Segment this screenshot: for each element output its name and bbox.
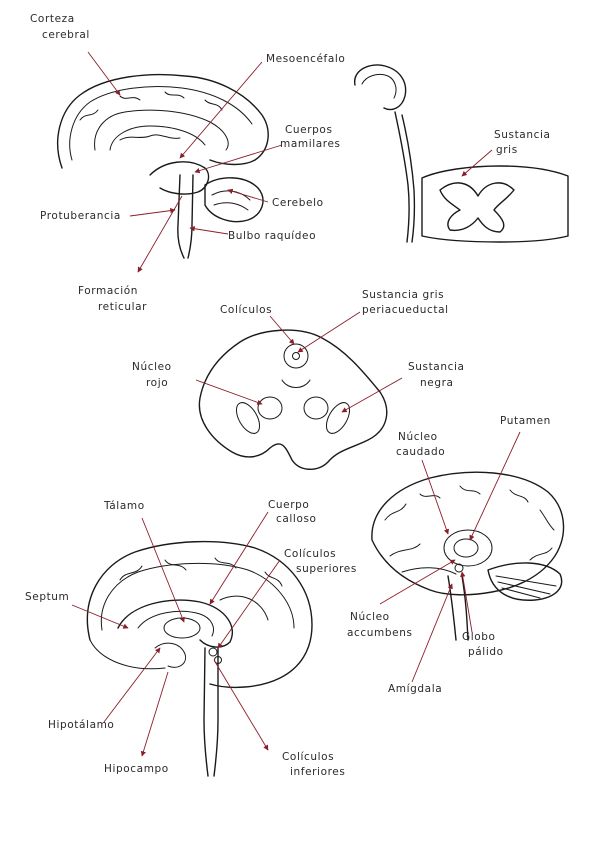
arrow-nucleo-rojo (195, 379, 263, 405)
arrow-accumbens (379, 559, 456, 605)
label-globo-1: Globo (462, 631, 496, 643)
arrow-formacion (137, 195, 183, 273)
arrow-caudado (421, 459, 449, 535)
label-putamen: Putamen (500, 415, 551, 427)
label-cuerpos-1: Cuerpos (285, 124, 333, 136)
arrow-corteza (87, 51, 121, 96)
label-accumbens-2: accumbens (347, 627, 413, 639)
label-accumbens-1: Núcleo (350, 611, 390, 623)
label-sustancia-negra-2: negra (420, 377, 454, 389)
label-sustancia-gris-1: Sustancia (494, 129, 551, 141)
limbic-brain-drawing (86, 540, 313, 777)
arrow-amigdala (411, 583, 453, 683)
spinal-cord-drawing (354, 64, 569, 243)
arrow-protuberancia (129, 207, 176, 217)
label-cerebelo: Cerebelo (272, 197, 324, 209)
arrow-hipotalamo (103, 647, 161, 723)
label-sustancia-negra-1: Sustancia (408, 361, 465, 373)
label-col-inf-1: Colículos (282, 751, 334, 763)
label-hipocampo: Hipocampo (104, 763, 169, 775)
labels: Corteza cerebral Mesoencéfalo Cuerpos ma… (25, 13, 551, 778)
label-mesencefalo: Mesoencéfalo (266, 53, 345, 65)
label-arrows (71, 51, 521, 757)
arrow-talamo (141, 517, 185, 623)
label-nucleo-rojo-1: Núcleo (132, 361, 172, 373)
midbrain-section-drawing (198, 329, 388, 470)
label-caudado-1: Núcleo (398, 431, 438, 443)
arrow-sustancia-gris (461, 149, 493, 177)
label-col-sup-2: superiores (296, 563, 357, 575)
label-formacion-1: Formación (78, 285, 138, 297)
label-hipotalamo: Hipotálamo (48, 719, 114, 731)
label-cuerpos-2: mamilares (280, 138, 341, 150)
arrow-putamen (469, 431, 521, 541)
label-protuberancia: Protuberancia (40, 210, 121, 222)
label-bulbo: Bulbo raquídeo (228, 230, 316, 242)
label-calloso-1: Cuerpo (268, 499, 309, 511)
label-periacueductal-1: Sustancia gris (362, 289, 444, 301)
arrow-cuerpos (194, 144, 283, 174)
label-formacion-2: reticular (98, 301, 147, 313)
arrow-coliculos (269, 315, 295, 345)
sagittal-brain-drawing (56, 73, 269, 259)
arrow-periacueductal (297, 311, 361, 353)
label-periacueductal-2: periacueductal (362, 304, 449, 316)
arrow-globo (460, 571, 473, 633)
arrow-hipocampo (140, 671, 169, 757)
label-corteza-1: Corteza (30, 13, 75, 25)
basal-ganglia-drawing (371, 471, 565, 641)
arrow-cerebelo (227, 188, 269, 203)
arrow-sustancia-negra (341, 377, 403, 413)
label-corteza-2: cerebral (42, 29, 90, 41)
label-septum: Septum (25, 591, 69, 603)
arrow-bulbo (189, 226, 229, 235)
label-coliculos: Colículos (220, 304, 272, 316)
label-col-inf-2: inferiores (290, 766, 345, 778)
arrow-calloso (209, 511, 269, 605)
label-col-sup-1: Colículos (284, 548, 336, 560)
label-sustancia-gris-2: gris (496, 144, 518, 156)
label-nucleo-rojo-2: rojo (146, 377, 168, 389)
arrow-col-sup (217, 559, 281, 649)
arrow-col-inf (213, 659, 269, 751)
label-amigdala: Amígdala (388, 683, 442, 695)
label-globo-2: pálido (468, 646, 504, 658)
label-talamo: Tálamo (103, 500, 145, 512)
label-caudado-2: caudado (396, 446, 445, 458)
arrow-septum (71, 604, 129, 629)
label-calloso-2: calloso (276, 513, 317, 525)
arrow-mesencefalo (179, 61, 263, 159)
